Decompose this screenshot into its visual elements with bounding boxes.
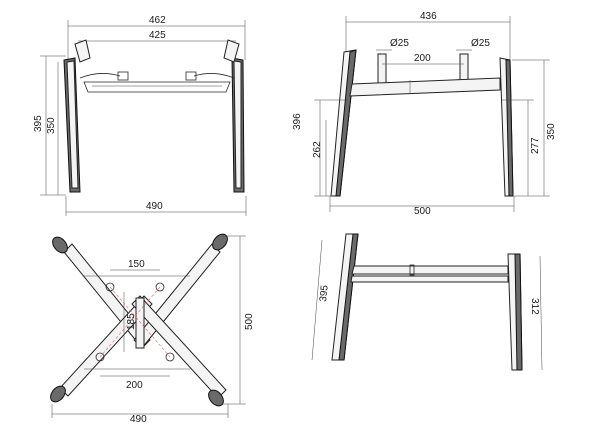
- dim-side-hole-left: Ø25: [390, 38, 409, 49]
- dim-side-277: 277: [530, 137, 541, 154]
- dim-front-395: 395: [33, 115, 44, 132]
- dim-top-490: 490: [130, 414, 147, 424]
- dim-top-200: 200: [126, 380, 143, 391]
- dim-side-200: 200: [414, 53, 431, 64]
- dim-top-500: 500: [244, 313, 255, 330]
- dim-side-436: 436: [420, 11, 437, 22]
- dim-top-185: 185: [126, 313, 137, 330]
- top-view: 150 185 200 500 490: [50, 233, 255, 424]
- front-view: 462 425 395 350 490: [33, 15, 247, 216]
- dim-side-262: 262: [312, 141, 323, 158]
- dim-front-490: 490: [146, 201, 163, 212]
- dim-side-350: 350: [546, 123, 557, 140]
- perspective-view: 395 312: [311, 233, 543, 371]
- dim-side-hole-right: Ø25: [471, 38, 490, 49]
- dim-front-462: 462: [149, 15, 166, 26]
- dim-front-425: 425: [149, 30, 166, 41]
- dim-side-396: 396: [292, 113, 303, 130]
- dim-top-150: 150: [128, 259, 145, 270]
- side-view: 436 Ø25 Ø25 200 396 262 277 350: [292, 11, 557, 217]
- dim-front-350: 350: [46, 117, 57, 134]
- dim-persp-395: 395: [318, 284, 331, 302]
- dim-persp-312: 312: [529, 298, 540, 315]
- dim-side-500: 500: [414, 206, 431, 217]
